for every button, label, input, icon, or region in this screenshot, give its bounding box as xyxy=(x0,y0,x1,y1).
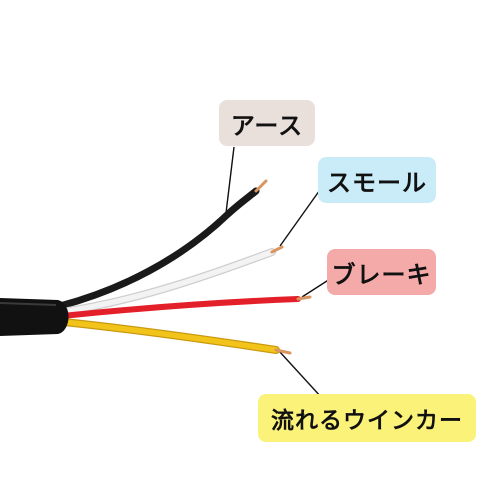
cable-jacket xyxy=(0,298,69,336)
cable-jacket-highlight xyxy=(0,302,57,306)
leader-line-small-light xyxy=(279,186,323,247)
black-wire-copper-tip xyxy=(254,179,268,193)
white-wire xyxy=(59,249,275,315)
leader-line-brake xyxy=(301,278,331,298)
red-wire-copper-tip xyxy=(296,295,312,301)
label-small-light: スモール xyxy=(318,157,436,203)
red-wire xyxy=(59,296,301,319)
leader-line-earth xyxy=(225,146,235,214)
yellow-wire-copper-tip xyxy=(274,348,292,355)
black-wire xyxy=(56,187,260,310)
label-sequential-turn: 流れるウインカー xyxy=(258,394,476,442)
leader-line-sequential-turn xyxy=(278,350,323,399)
white-wire-copper-tip xyxy=(270,245,284,254)
yellow-wire xyxy=(61,319,279,353)
label-brake: ブレーキ xyxy=(327,249,436,295)
label-earth: アース xyxy=(219,100,315,146)
